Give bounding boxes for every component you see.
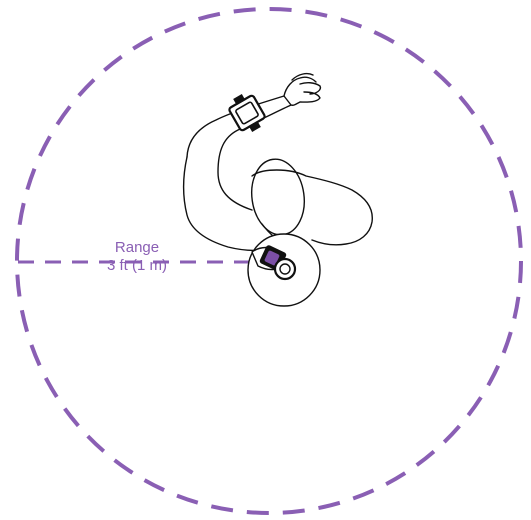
raised-arm	[186, 95, 292, 211]
hand-reader-icon	[251, 245, 297, 281]
head	[251, 158, 305, 236]
shoulders	[251, 169, 373, 246]
wrist-sensor-icon	[228, 94, 266, 132]
range-circle	[15, 7, 523, 515]
range-distance-label: 3 ft (1 m)	[106, 257, 167, 274]
upper-arm-outline	[182, 156, 263, 252]
range-title-label: Range	[114, 239, 160, 256]
raised-hand	[283, 72, 322, 106]
person-top-view	[182, 72, 373, 252]
